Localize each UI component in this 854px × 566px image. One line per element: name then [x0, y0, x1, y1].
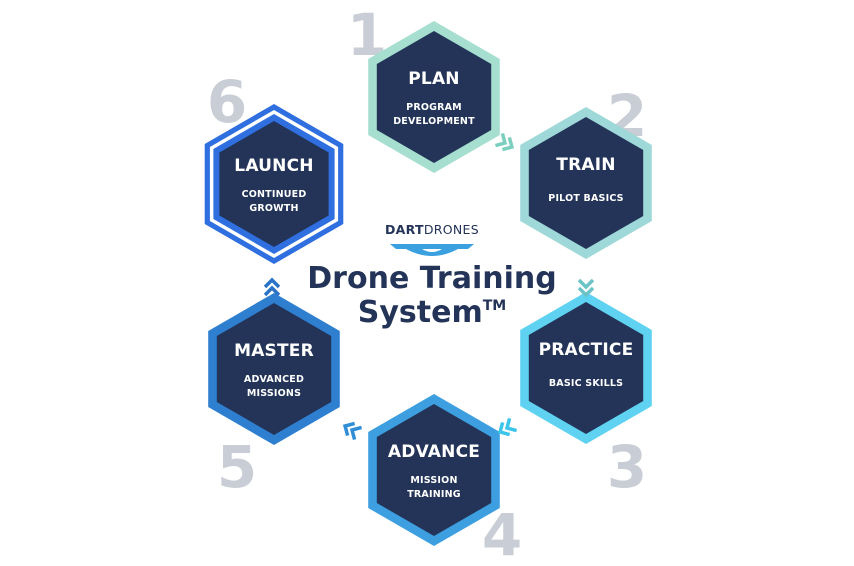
step-hexagon-launch: LAUNCH CONTINUED GROWTH — [204, 104, 344, 264]
center-title: Drone Training SystemTM — [290, 262, 574, 330]
chevron-arrow-5-6 — [263, 277, 281, 297]
hexagon-core — [376, 404, 492, 536]
step-title: PLAN — [408, 69, 459, 89]
brand-part-1: DART — [385, 222, 424, 237]
trademark-mark: TM — [482, 298, 507, 314]
step-hexagon-master: MASTER ADVANCED MISSIONS — [208, 293, 340, 445]
step-subtitle-line2: GROWTH — [249, 203, 298, 214]
step-hexagon-train: TRAIN PILOT BASICS — [520, 107, 652, 259]
hexagon-core — [216, 303, 332, 435]
step-title: PRACTICE — [539, 340, 634, 360]
dartdrones-logo: DARTDRONES — [372, 222, 492, 237]
center-title-line2: System — [357, 295, 483, 330]
hexagon-core — [219, 121, 329, 247]
step-subtitle-line2: DEVELOPMENT — [393, 116, 475, 127]
center-title-line2-wrap: SystemTM — [290, 296, 574, 330]
step-subtitle-line2: MISSIONS — [247, 388, 301, 399]
step-title: MASTER — [234, 341, 314, 361]
step-number-3: 3 — [607, 433, 647, 501]
center-title-line1: Drone Training — [307, 261, 557, 296]
hexagon-group: PLAN PROGRAM DEVELOPMENT TRAIN PILOT BASICS P… — [204, 21, 652, 546]
hexagon-core — [376, 31, 492, 163]
step-subtitle-line1: ADVANCED — [244, 374, 304, 385]
step-title: LAUNCH — [234, 156, 313, 176]
step-title: TRAIN — [556, 155, 615, 175]
hexagon-core — [528, 117, 644, 249]
step-hexagon-plan: PLAN PROGRAM DEVELOPMENT — [368, 21, 500, 173]
step-hexagon-advance: ADVANCE MISSION TRAINING — [368, 394, 500, 546]
dartdrones-logo-mark — [390, 244, 474, 256]
chevron-arrow-1-2 — [494, 132, 515, 152]
step-subtitle-line2: TRAINING — [407, 489, 461, 500]
hexagon-core — [528, 302, 644, 434]
step-subtitle-line1: CONTINUED — [242, 189, 307, 200]
step-subtitle-line1: MISSION — [410, 475, 457, 486]
step-title: ADVANCE — [388, 442, 480, 462]
chevron-arrow-3-4 — [497, 417, 518, 437]
brand-part-2: DRONES — [423, 222, 479, 237]
step-number-5: 5 — [217, 433, 257, 501]
step-subtitle-line1: PROGRAM — [406, 102, 462, 113]
step-hexagon-practice: PRACTICE BASIC SKILLS — [520, 292, 652, 444]
step-subtitle-line1: PILOT BASICS — [548, 193, 623, 204]
chevron-arrow-2-3 — [577, 278, 595, 298]
chevron-arrow-4-5 — [342, 421, 363, 441]
step-subtitle-line1: BASIC SKILLS — [549, 378, 623, 389]
